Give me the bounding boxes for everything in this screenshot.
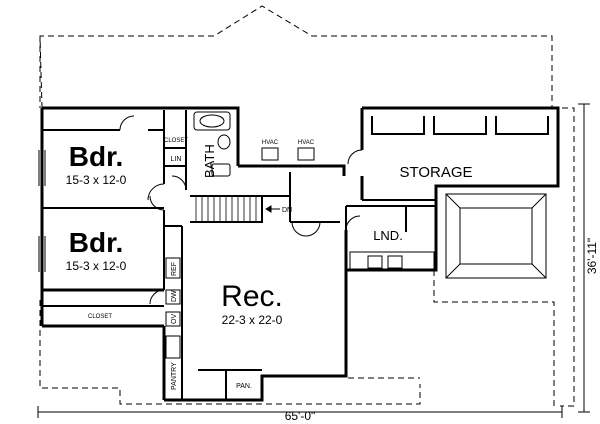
rec-name: Rec. xyxy=(221,280,283,313)
stair-arrow-icon xyxy=(265,205,280,213)
bdr-bottom-name: Bdr. xyxy=(69,227,123,258)
pan-label: PAN. xyxy=(236,383,252,390)
roof-hip xyxy=(445,193,547,279)
kitchen-appliances xyxy=(165,257,181,359)
roof-outline xyxy=(39,5,575,407)
depth-dimension: 36'-11" xyxy=(585,238,599,274)
pantry-label: PANTRY xyxy=(171,362,178,390)
width-dimension: 65'-0" xyxy=(285,409,316,423)
ref-label: REF xyxy=(171,262,178,276)
interior-walls xyxy=(42,110,549,400)
door-swings xyxy=(119,115,363,305)
ov-label: OV xyxy=(171,314,178,324)
bdr-top-size: 15-3 x 12-0 xyxy=(66,173,127,187)
bdr-top-name: Bdr. xyxy=(69,141,123,172)
bdr-bottom-size: 15-3 x 12-0 xyxy=(66,259,127,273)
dimension-lines xyxy=(37,103,590,418)
laundry-machines xyxy=(349,251,435,271)
hvac-2-label: HVAC xyxy=(298,140,315,146)
hvac-1-label: HVAC xyxy=(262,140,279,146)
dw-label: DW xyxy=(171,290,178,302)
storage-label: STORAGE xyxy=(399,164,472,181)
bath-label: BATH xyxy=(202,144,217,178)
hvac-units xyxy=(261,147,315,161)
bath-fixtures xyxy=(193,111,231,177)
stair-dn-label: DN xyxy=(282,207,292,214)
stair-treads xyxy=(195,196,257,222)
linen-label: LIN xyxy=(171,156,182,163)
closet-bottom-label: CLOSET xyxy=(88,314,112,320)
rec-size: 22-3 x 22-0 xyxy=(222,313,283,327)
laundry-label: LND. xyxy=(373,228,403,243)
closet-top-label: CLOSET xyxy=(164,138,188,144)
